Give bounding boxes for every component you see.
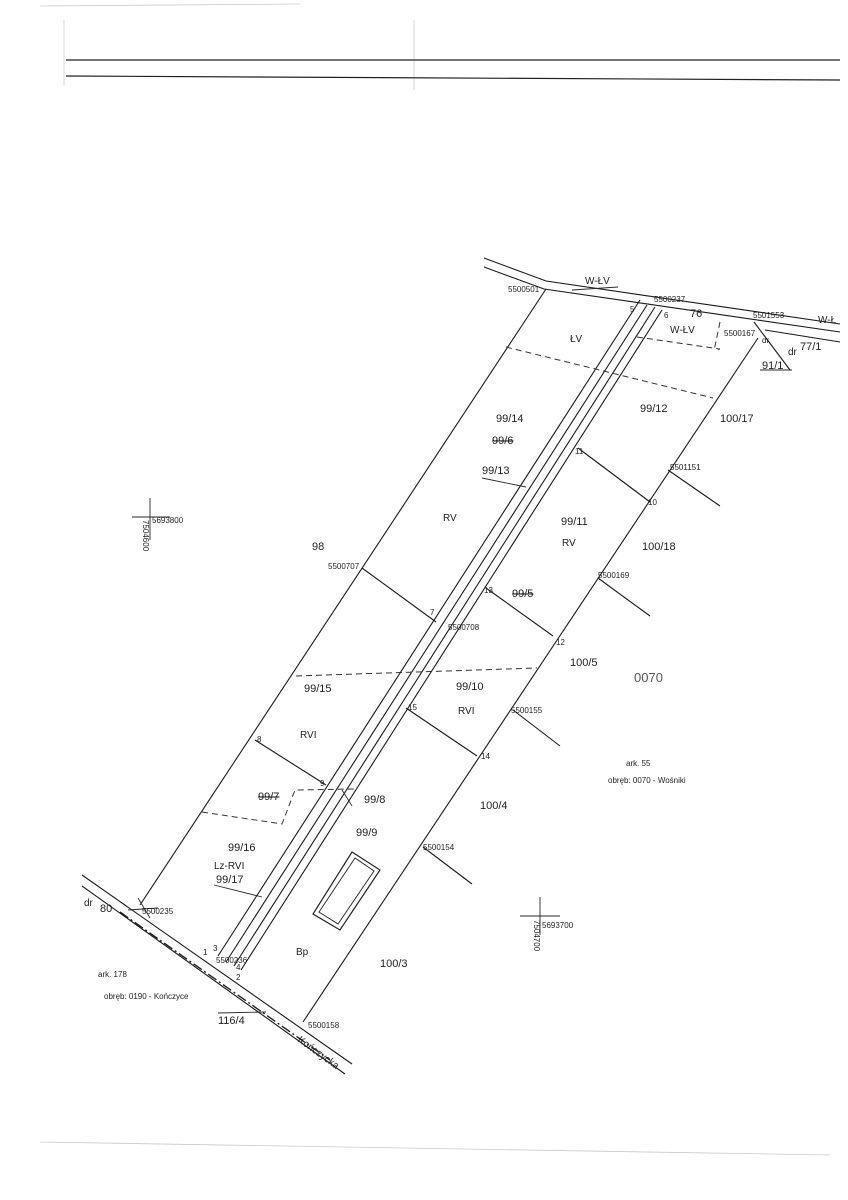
parcel-80: 80 [100, 903, 112, 915]
sheet-east-label: ark. 55 [626, 759, 651, 768]
parcel-77-1: 77/1 [800, 341, 821, 353]
sheet-west-label: ark. 178 [98, 970, 127, 979]
parcel-boundaries [139, 288, 841, 1023]
vertex-7: 7 [430, 608, 435, 617]
grid-north-5693700: 5693700 [542, 921, 574, 930]
parcel-99-17: 99/17 [216, 874, 244, 886]
precinct-west-label: obręb: 0190 - Kończyce [104, 992, 189, 1001]
landuse-dr-road: dr [84, 898, 94, 909]
point-5500158: 5500158 [308, 1021, 340, 1030]
grid-east-7504600: 7504600 [141, 520, 150, 552]
vertex-12: 12 [556, 638, 565, 647]
vertex-15: 15 [408, 703, 417, 712]
precinct-east-label: obręb: 0070 - Wośniki [608, 776, 686, 785]
landuse-lz-rvi: Lz-RVI [214, 861, 244, 872]
parcel-76: 76 [690, 308, 702, 320]
konczycka-road [81, 874, 353, 1075]
parcel-99-5-old: 99/5 [512, 588, 533, 600]
vertex-5: 5 [630, 305, 635, 314]
vertex-9: 9 [320, 779, 325, 788]
vertex-4: 4 [236, 963, 241, 972]
point-5500708: 5500708 [448, 623, 480, 632]
parcel-99-8: 99/8 [364, 794, 385, 806]
point-5501151: 5501151 [670, 463, 701, 472]
grid-cross-2 [520, 897, 560, 935]
parcel-99-14: 99/14 [496, 413, 524, 425]
point-5500237: 5500237 [654, 295, 686, 304]
vertex-2: 2 [236, 973, 241, 982]
parcel-100-3: 100/3 [380, 958, 408, 970]
landuse-wlv-top: W-ŁV [585, 276, 610, 287]
landuse-wlv-inner: W-ŁV [670, 325, 695, 336]
building [312, 851, 381, 931]
land-use-boundaries [201, 321, 721, 825]
road-junction-mark [127, 897, 159, 919]
point-5500167: 5500167 [724, 329, 756, 338]
vertex-13: 13 [484, 586, 493, 595]
vertex-10: 10 [648, 498, 657, 507]
vertex-1: 1 [203, 948, 208, 957]
landuse-dr-east: dr [788, 347, 798, 358]
landuse-rvi-west: RVI [300, 730, 317, 741]
vertex-11: 11 [575, 447, 584, 456]
landuse-wl-edge: W-Ł [818, 315, 837, 326]
landuse-dr-corner: dr. [762, 336, 771, 345]
parcel-100-5: 100/5 [570, 657, 598, 669]
point-5500154: 5500154 [423, 843, 455, 852]
leader-lines [213, 369, 792, 1014]
landuse-bp: Bp [296, 947, 309, 958]
parcel-99-7-old: 99/7 [258, 791, 279, 803]
vertex-14: 14 [481, 752, 490, 761]
parcel-99-10: 99/10 [456, 681, 484, 693]
landuse-rv-east: RV [562, 538, 576, 549]
grid-east-7504700: 7504700 [532, 920, 541, 952]
parcel-100-18: 100/18 [642, 541, 676, 553]
parcel-91-1: 91/1 [762, 360, 783, 372]
parcel-116-4: 116/4 [218, 1015, 245, 1027]
parcel-100-17: 100/17 [720, 413, 754, 425]
parcel-99-15: 99/15 [304, 683, 332, 695]
point-5500501: 5500501 [508, 285, 540, 294]
parcel-99-9: 99/9 [356, 827, 377, 839]
top-road [483, 257, 841, 333]
point-5500707: 5500707 [328, 562, 360, 571]
frame-line-lower [65, 75, 841, 81]
point-5501553: 5501553 [753, 311, 785, 320]
landuse-rvi-east: RVI [458, 706, 475, 717]
parcel-99-12: 99/12 [640, 403, 668, 415]
point-5500235: 5500235 [142, 907, 174, 916]
grid-north-5693800: 5693800 [152, 516, 184, 525]
parcel-98: 98 [312, 541, 324, 553]
landuse-lv: ŁV [570, 334, 583, 345]
grid-cross-1 [132, 498, 170, 540]
vertex-8: 8 [257, 735, 262, 744]
vertex-3: 3 [213, 944, 218, 953]
point-5500155: 5500155 [511, 706, 543, 715]
parcel-99-6-old: 99/6 [492, 435, 513, 447]
parcel-100-4: 100/4 [480, 800, 508, 812]
point-5500169: 5500169 [598, 571, 630, 580]
precinct-code: 0070 [634, 670, 663, 685]
point-5500236: 5500236 [216, 956, 248, 965]
landuse-rv-west: RV [443, 513, 457, 524]
scan-edge-bottom [39, 1141, 831, 1156]
parcel-99-13: 99/13 [482, 465, 510, 477]
parcel-99-11: 99/11 [561, 516, 588, 528]
vertex-6: 6 [664, 311, 669, 320]
scan-edge-top [39, 3, 301, 7]
parcel-99-16: 99/16 [228, 842, 256, 854]
